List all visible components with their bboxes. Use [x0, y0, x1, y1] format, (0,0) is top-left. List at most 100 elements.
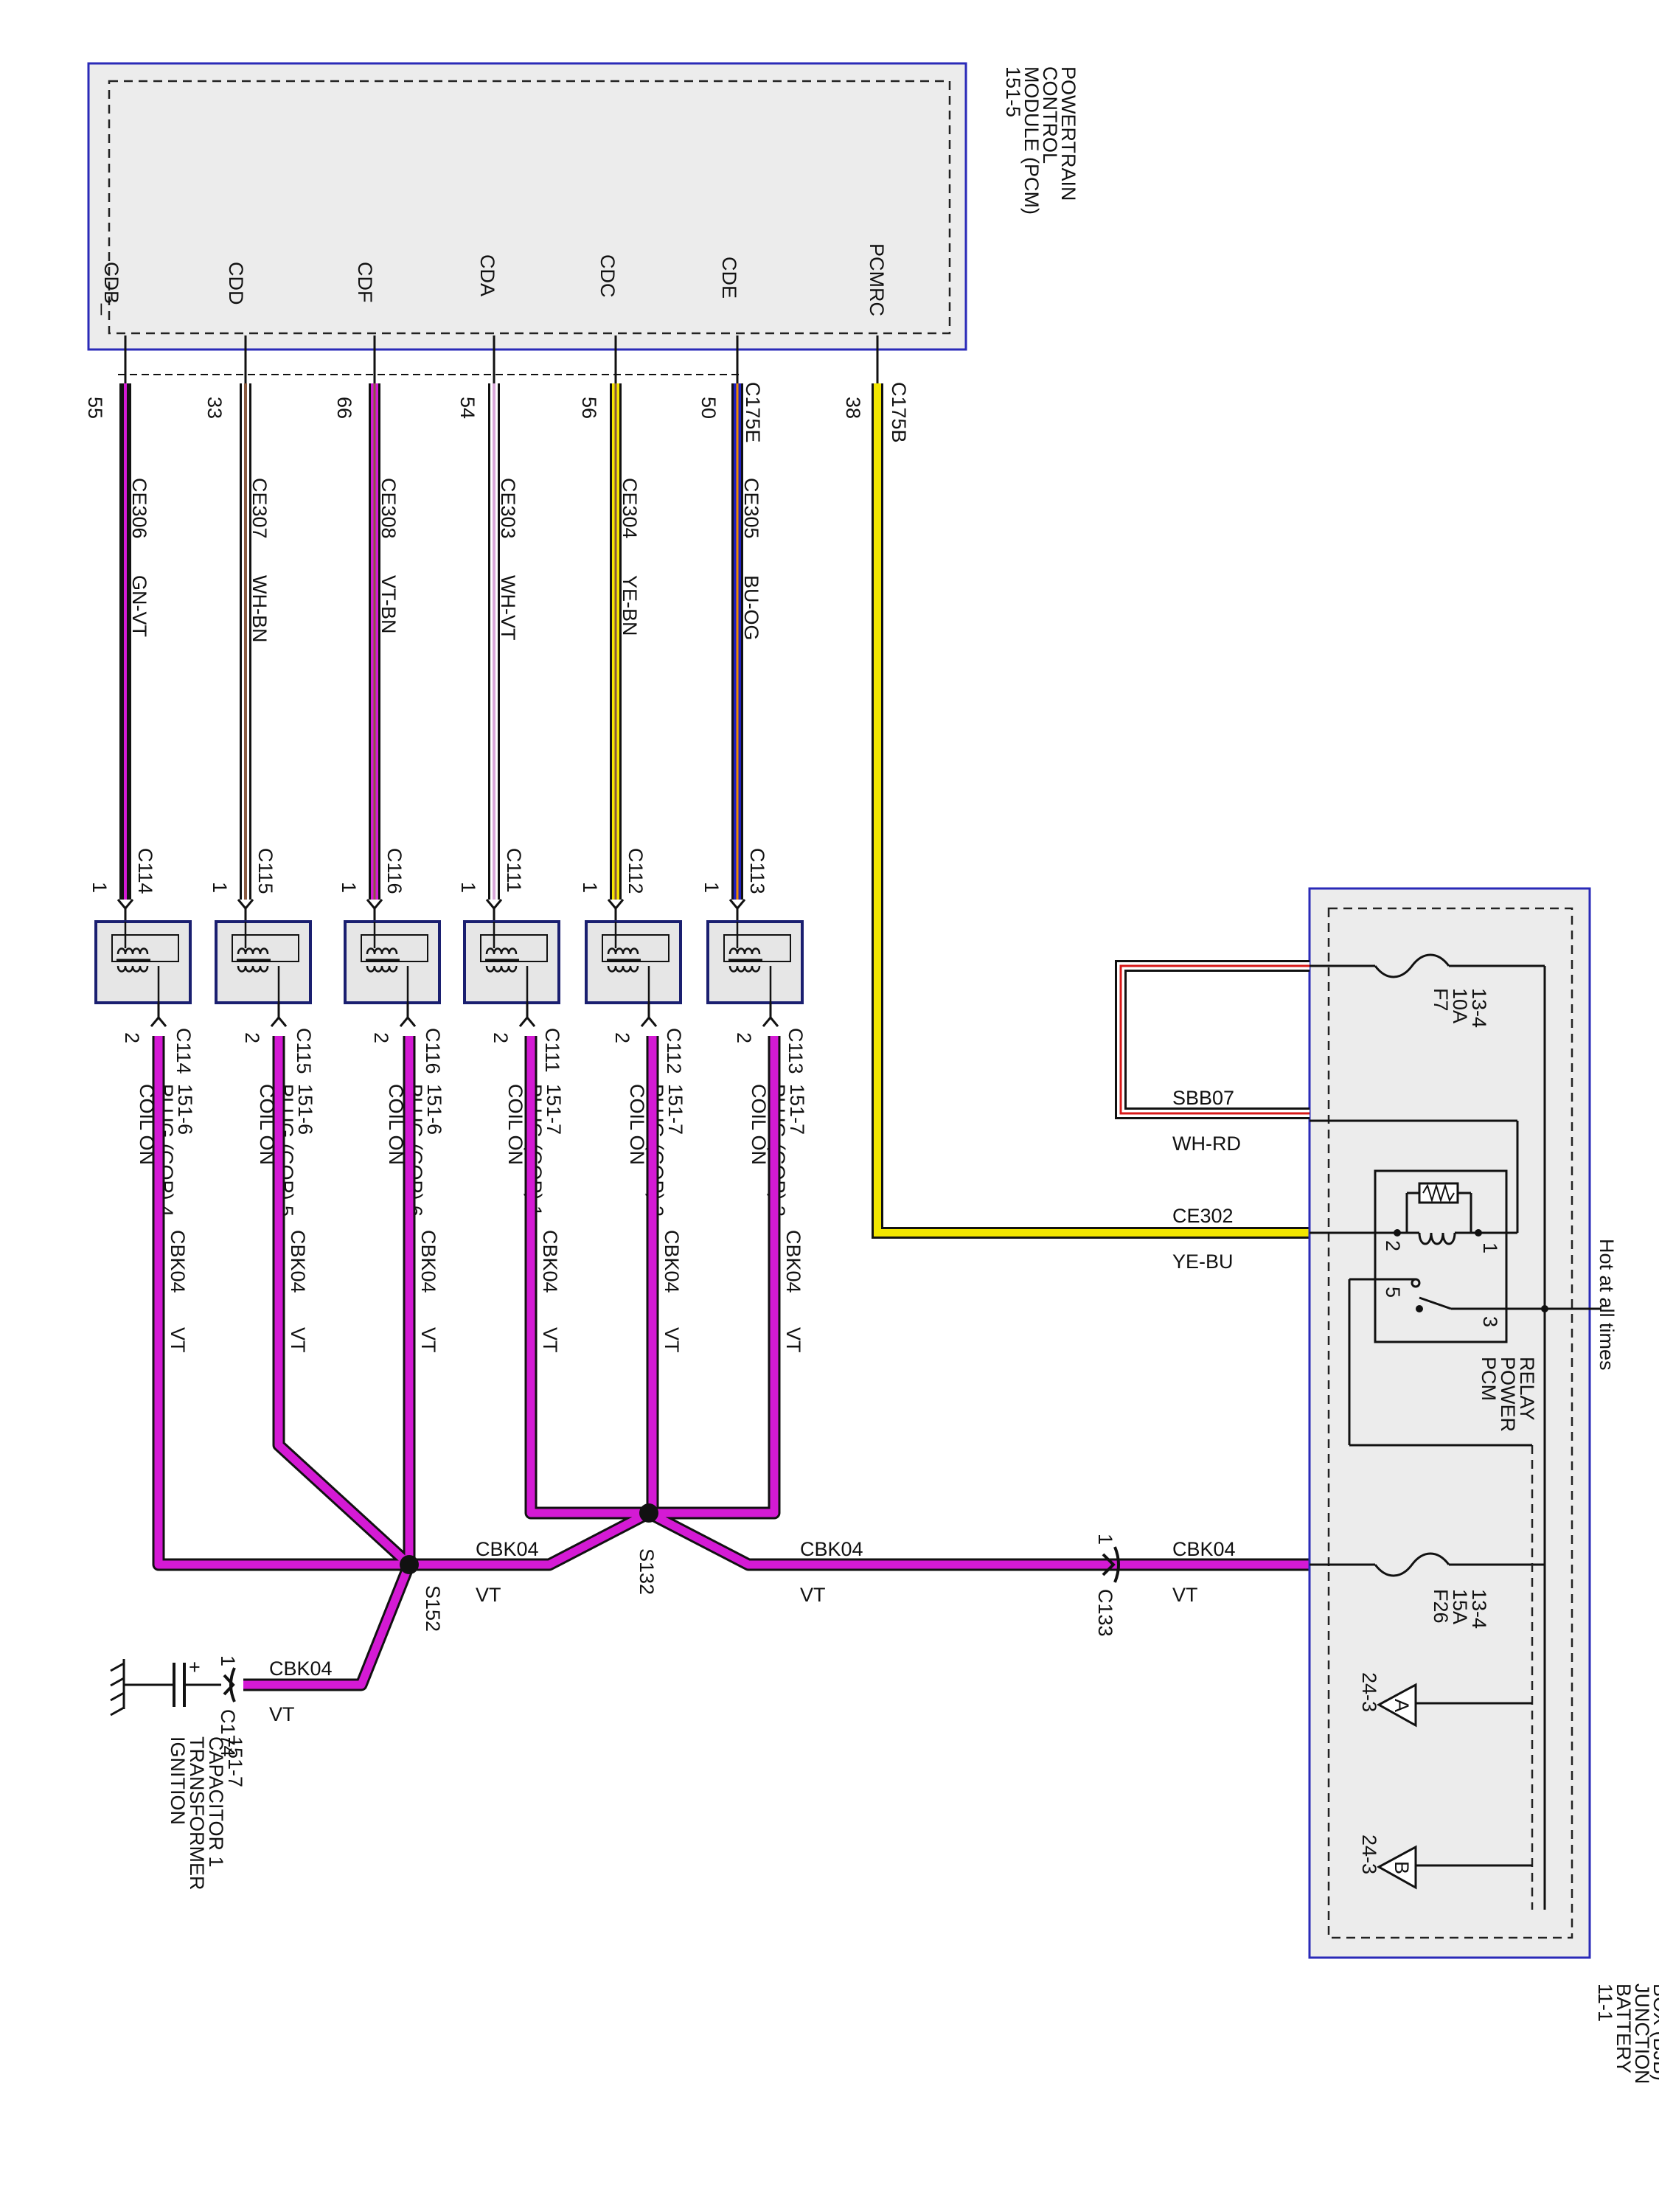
- sbb07-circuit-label: SBB07: [1172, 1087, 1234, 1109]
- ce302-color-label: YE-BU: [1172, 1251, 1234, 1273]
- wire-circuit-label: CE307: [248, 478, 271, 539]
- wire-color-label: GN-VT: [128, 575, 150, 637]
- fuse-f26-label: F26 15A 13-4: [1430, 1589, 1490, 1629]
- feed-circuit-label: CBK04: [167, 1230, 189, 1293]
- feed-circuit-label: CBK04: [476, 1538, 539, 1560]
- coil-conn-label: C113: [746, 848, 768, 894]
- feed-circuit-label: CBK04: [287, 1230, 309, 1293]
- relay-pin-label: 5: [1382, 1287, 1404, 1298]
- coil-housing: [111, 934, 179, 962]
- ref-letter-a: A: [1391, 1699, 1413, 1712]
- wire-ce302: [872, 383, 1310, 1239]
- connector-arrow: [116, 899, 134, 911]
- ref-triangle-b: B 24-3: [1358, 1834, 1417, 1890]
- coil-winding: [607, 947, 639, 955]
- coil-winding: [237, 947, 269, 955]
- coil-out-pin-label: 2: [611, 1032, 633, 1043]
- coil-pin-label: 1: [579, 882, 601, 893]
- connector-arrow: [366, 899, 383, 911]
- coil-winding: [366, 965, 398, 973]
- pcm-pin-label: CDF: [354, 262, 376, 303]
- pin-number: 38: [842, 397, 864, 419]
- wire-circuit-label: CE305: [740, 478, 762, 539]
- coil-out-conn-label: C115: [293, 1028, 315, 1074]
- pcm-box: [87, 62, 967, 351]
- feed-color-label: VT: [1172, 1584, 1198, 1606]
- connector-arrow: [728, 899, 746, 911]
- connector-arrow: [762, 1015, 779, 1027]
- feed-color-label: VT: [417, 1327, 439, 1353]
- coil-housing: [232, 934, 299, 962]
- ref-triangle-a: A 24-3: [1358, 1672, 1417, 1728]
- coil-on-plug-1: [94, 899, 192, 1027]
- pcm-pin-label: CDA: [476, 254, 498, 296]
- pcm-pin-labels: CDB_ CDD CDF CDA CDC CDE PCMRC: [100, 243, 888, 316]
- connector-arrow: [237, 899, 254, 911]
- pcm-pin-label: CDD: [225, 262, 247, 305]
- coil-winding: [116, 947, 149, 955]
- connector-arrow: [399, 1015, 417, 1027]
- coil-conn-label: C115: [254, 848, 276, 894]
- feed-circuit-label: CBK04: [417, 1230, 439, 1293]
- coil-housing: [361, 934, 428, 962]
- coil-out-pin-label: 2: [121, 1032, 143, 1043]
- fuse-f7-label: F7 10A 13-4: [1430, 988, 1490, 1028]
- coil-conn-label: C116: [383, 848, 406, 894]
- sbb07-color-label: WH-RD: [1172, 1133, 1241, 1155]
- splice-dot-s132: [639, 1503, 658, 1523]
- coil-out-conn-label: C114: [173, 1028, 195, 1074]
- coil-conn-label: C111: [503, 848, 525, 893]
- connector-arrow: [518, 1015, 536, 1027]
- feed-circuit-label: CBK04: [661, 1230, 683, 1293]
- ignition-capacitor: + 1 C174 IGNITION TRANSFORMER CAPACITOR …: [110, 1655, 246, 1896]
- coil-winding: [485, 965, 518, 973]
- feed-color-label: VT: [269, 1703, 295, 1725]
- pcm-pin-label: CDC: [597, 254, 619, 298]
- coil-conn-label: C112: [625, 848, 647, 894]
- c133-label: C133: [1094, 1589, 1116, 1637]
- coil-out-conn-label: C111: [541, 1028, 563, 1073]
- pcm-pin-stubs: [124, 335, 879, 383]
- coil-winding: [607, 965, 639, 973]
- wire-color-label: VT-BN: [378, 575, 400, 634]
- coil-names: COIL ONPLUG (COP) 4151-6 COIL ONPLUG (CO…: [136, 1084, 808, 1217]
- wire-sbb07: [1115, 960, 1310, 1119]
- coil-out-pin-label: 2: [733, 1032, 755, 1043]
- pin-number: 66: [333, 397, 355, 419]
- connector-arrow: [485, 899, 503, 911]
- coil-on-plug-3: [344, 899, 441, 1027]
- coil-name: COIL ONPLUG (COP) 4151-6: [136, 1084, 196, 1217]
- coil-out-pin-label: 2: [241, 1032, 263, 1043]
- c175b-label: C175B: [888, 382, 910, 443]
- coil-pin-label: 1: [700, 882, 723, 893]
- coil-on-plug-2: [215, 899, 312, 1027]
- capacitor-pin-label: 1: [217, 1655, 239, 1666]
- ground-icon: [110, 1659, 125, 1717]
- splice-label: S152: [422, 1585, 444, 1632]
- fuse-f7: F7 10A 13-4: [1310, 953, 1490, 1028]
- coil-pin-label: 1: [457, 882, 479, 893]
- coil-pin-label: 1: [209, 882, 231, 893]
- feed-color-label: VT: [287, 1327, 309, 1353]
- pin-number: 33: [204, 397, 226, 419]
- c133-connector: 1 C133: [1094, 1534, 1120, 1637]
- feed-circuit-label: CBK04: [782, 1230, 804, 1293]
- capacitor-name: IGNITION TRANSFORMER CAPACITOR 1 151-7: [167, 1736, 246, 1896]
- feed-circuit-label: CBK04: [800, 1538, 863, 1560]
- fuse-f26: F26 15A 13-4: [1310, 1552, 1490, 1629]
- c175e-label: C175E: [742, 382, 764, 443]
- feed-wire-labels: CBK04 VT CBK04 VT CBK04 VT CBK04 VT CBK0…: [167, 1230, 1236, 1725]
- pcm-pin-label: CDE: [718, 257, 740, 299]
- wire-color-label: BU-OG: [740, 575, 762, 641]
- coil-out-conn-label: C112: [663, 1028, 685, 1074]
- relay-pin-label: 3: [1479, 1316, 1501, 1327]
- relay-frame: [1374, 1169, 1508, 1343]
- feed-wires: [152, 1036, 1310, 1691]
- bjb-bus: [1416, 964, 1601, 1910]
- coil-symbols: [94, 899, 804, 1027]
- wire-color-label: WH-VT: [497, 575, 519, 640]
- coil-winding: [366, 947, 398, 955]
- feed-color-label: VT: [661, 1327, 683, 1353]
- feed-color-label: VT: [800, 1584, 826, 1606]
- relay-pin-label: 2: [1382, 1240, 1404, 1251]
